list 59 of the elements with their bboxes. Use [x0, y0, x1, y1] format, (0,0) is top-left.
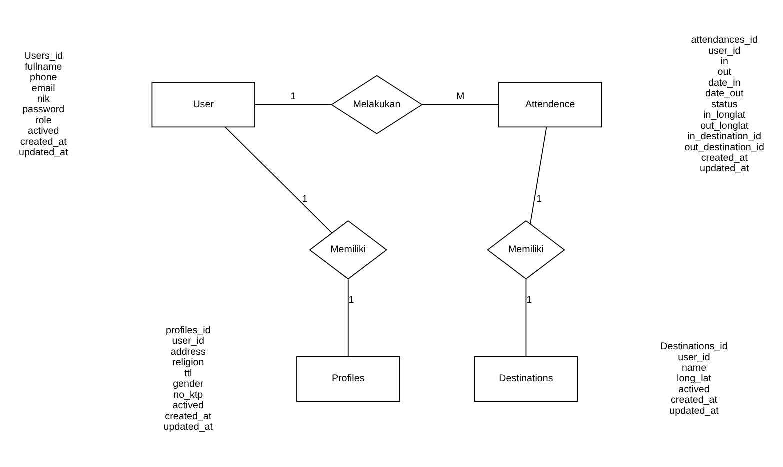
node-label: ttl	[184, 368, 192, 379]
connector	[530, 126, 548, 224]
node-label: Users_id	[24, 50, 64, 62]
node-label: address	[170, 346, 206, 358]
node-label: actived	[28, 126, 60, 137]
node-label: religion	[172, 357, 204, 368]
node-box: Attendence	[498, 82, 602, 128]
edge-label: 1	[290, 90, 296, 102]
node-label: updated_at	[700, 163, 750, 174]
node-label: user_id	[172, 336, 205, 347]
node-label: updated_at	[19, 147, 68, 158]
node-label: out_destination_id	[684, 142, 765, 153]
edge-label: 1	[348, 294, 354, 306]
node-label: out	[718, 66, 732, 78]
node-box: User	[152, 82, 256, 128]
node-label: no_ktp	[174, 389, 204, 400]
node-label: in_longlat	[704, 110, 746, 121]
node-label: role	[35, 114, 52, 126]
node-label: phone	[30, 72, 58, 84]
node-label: updated_at	[164, 421, 214, 432]
edge-label: 1	[536, 194, 542, 205]
node-label: date_in	[708, 77, 741, 88]
node-label: nik	[37, 94, 50, 104]
node-label: status	[712, 98, 738, 110]
node-diamond: Melakukan	[330, 74, 423, 134]
node-label: actived	[172, 400, 204, 412]
node-label: out_longlat	[700, 120, 749, 132]
node-label: name	[682, 362, 707, 374]
edge-label: 1	[302, 194, 308, 205]
edge-label: 1	[526, 294, 532, 306]
node-label: in_destination_id	[688, 131, 762, 142]
connector	[224, 126, 332, 233]
connector	[348, 278, 349, 357]
node-label: Destinations_id	[660, 341, 728, 352]
node-box: Destinations	[474, 356, 578, 402]
node-label: fullname	[25, 61, 62, 72]
node-label: in	[720, 56, 728, 67]
node-label: gender	[173, 378, 204, 390]
node-label: profiles_id	[166, 324, 211, 336]
node-label: updated_at	[670, 405, 719, 416]
node-diamond: Memiliki	[309, 220, 388, 280]
node-label: attendances_id	[691, 34, 758, 46]
node-label: date_out	[705, 88, 744, 100]
node-label: created_at	[701, 152, 748, 164]
edge-label: M	[456, 90, 465, 102]
node-box: Profiles	[296, 356, 400, 402]
connector	[422, 104, 500, 105]
node-label: created_at	[165, 410, 212, 422]
connector	[254, 104, 332, 105]
node-label: user_id	[708, 45, 741, 56]
node-label: long_lat	[677, 373, 712, 384]
node-label: user_id	[678, 352, 710, 363]
connector	[526, 278, 527, 357]
node-label: created_at	[20, 136, 67, 148]
node-label: actived	[678, 384, 710, 395]
node-label: email	[32, 82, 56, 94]
node-diamond: Memiliki	[487, 220, 566, 280]
node-label: created_at	[671, 394, 718, 406]
node-label: password	[22, 104, 65, 116]
